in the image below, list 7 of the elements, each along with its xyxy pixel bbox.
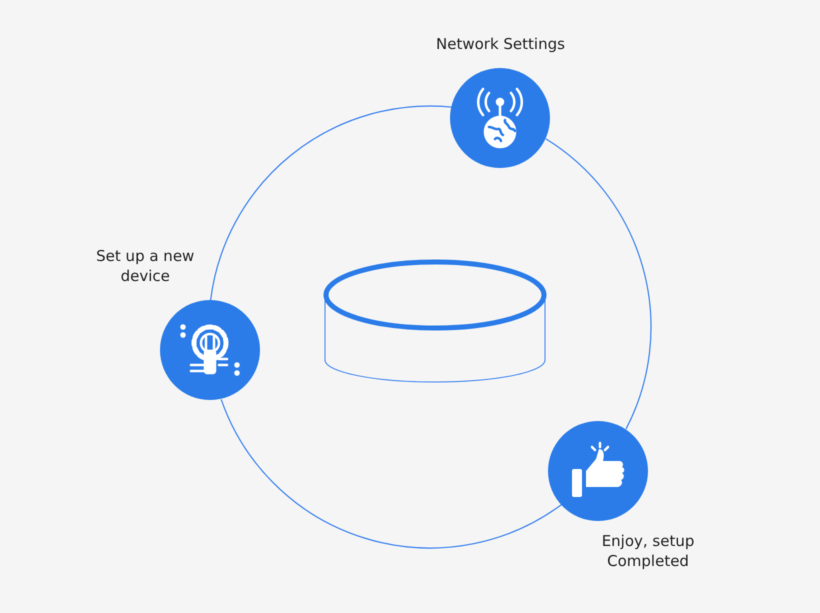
step-label: Set up a new device [95,246,196,286]
ring-arc [545,138,652,430]
step-label: Network Settings [435,34,566,54]
ring-arc [220,399,562,548]
step-label: Enjoy, setup Completed [600,530,696,571]
ring-arc [210,106,452,301]
smart-speaker-drawing [322,258,548,384]
